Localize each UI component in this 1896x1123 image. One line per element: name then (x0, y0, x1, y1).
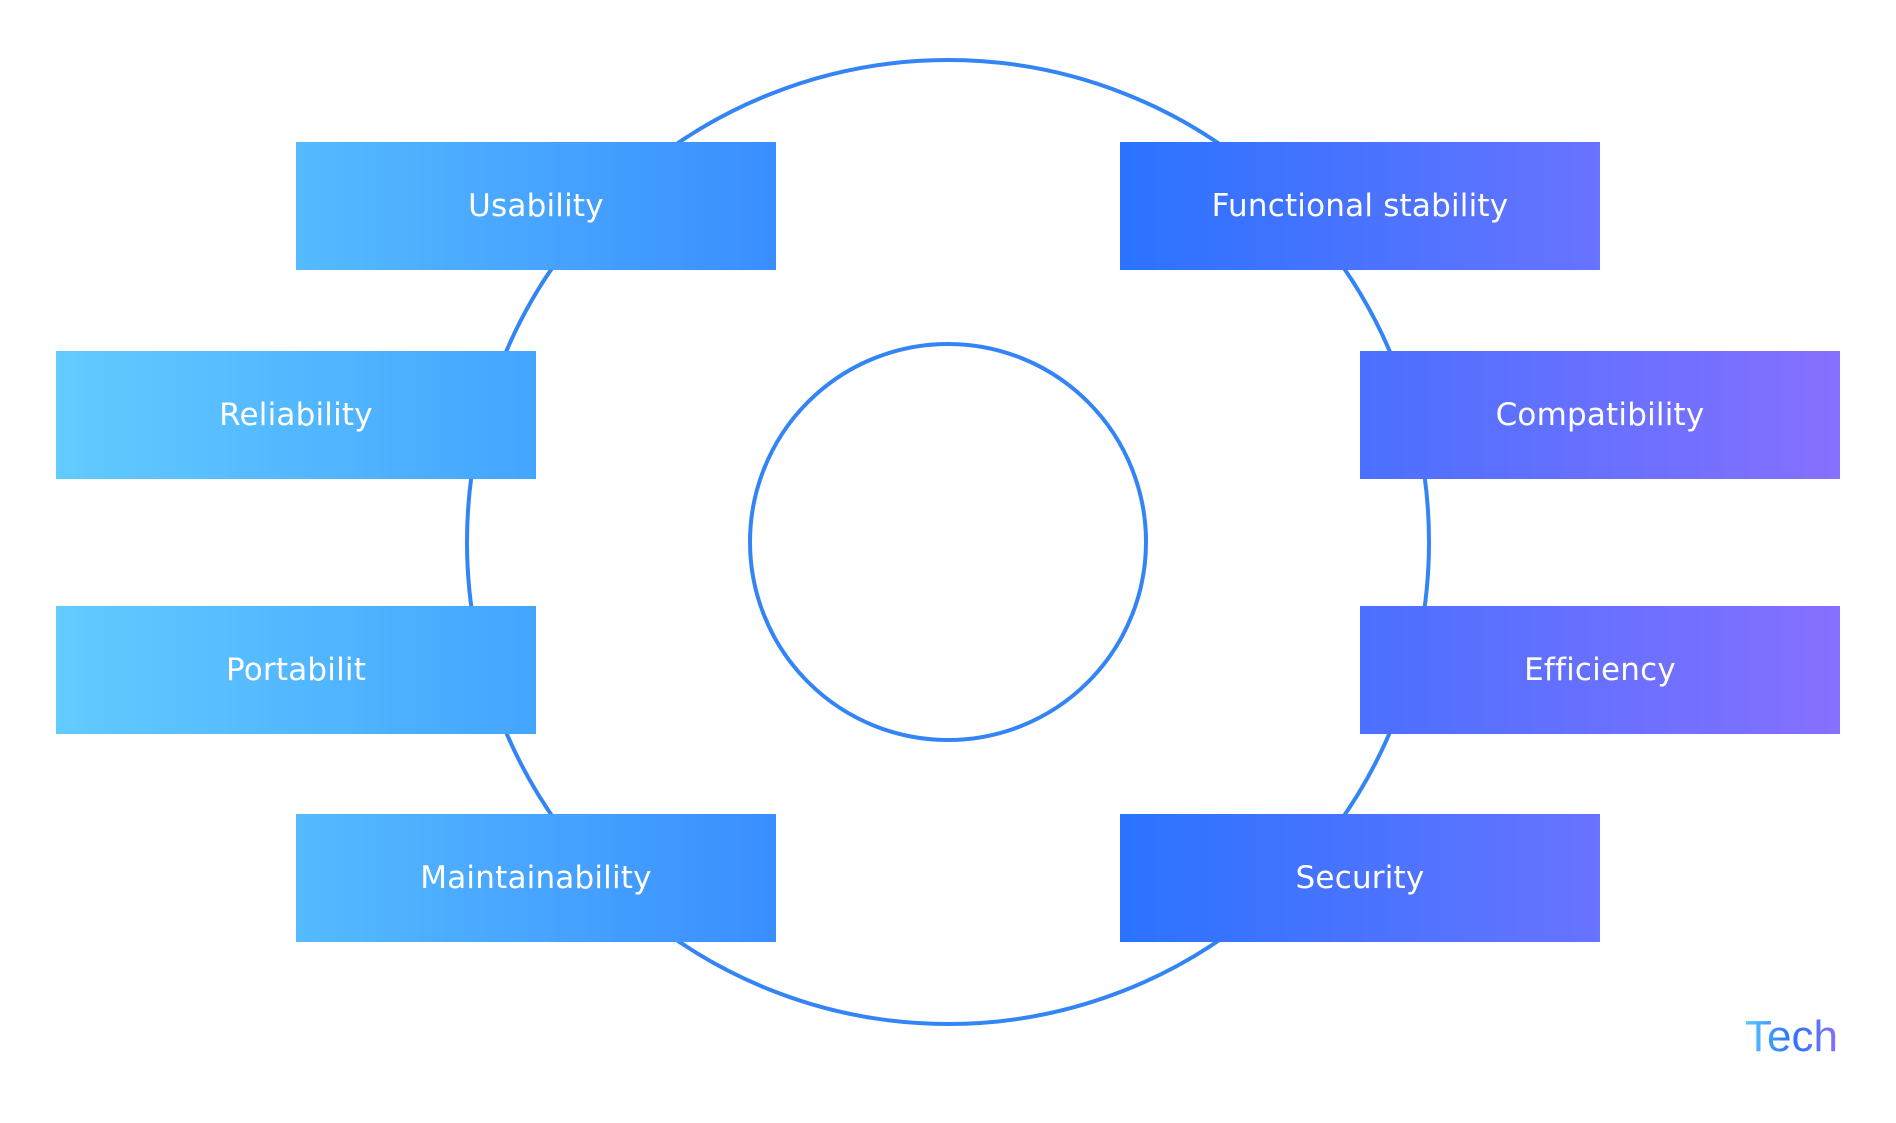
inner-ring (748, 342, 1148, 742)
outer-ring (465, 58, 1431, 1026)
box-label: Usability (468, 188, 604, 224)
box-label: Portabilit (225, 652, 367, 688)
box-label: Security (1295, 860, 1425, 896)
box-security: Security (1120, 814, 1600, 942)
box-maintainability: Maintainability (296, 814, 776, 942)
box-compatibility: Compatibility (1360, 351, 1840, 479)
box-label: Maintainability (420, 860, 652, 896)
box-label: Efficiency (1524, 652, 1676, 688)
box-reliability: Reliability (56, 351, 536, 479)
box-label: Reliability (219, 397, 373, 433)
box-label: Functional stability (1211, 188, 1509, 224)
box-label: Compatibility (1495, 397, 1705, 433)
box-functional-stability: Functional stability (1120, 142, 1600, 270)
box-usability: Usability (296, 142, 776, 270)
logo: Tech (1745, 1012, 1838, 1061)
box-efficiency: Efficiency (1360, 606, 1840, 734)
box-portability: Portabilit (56, 606, 536, 734)
